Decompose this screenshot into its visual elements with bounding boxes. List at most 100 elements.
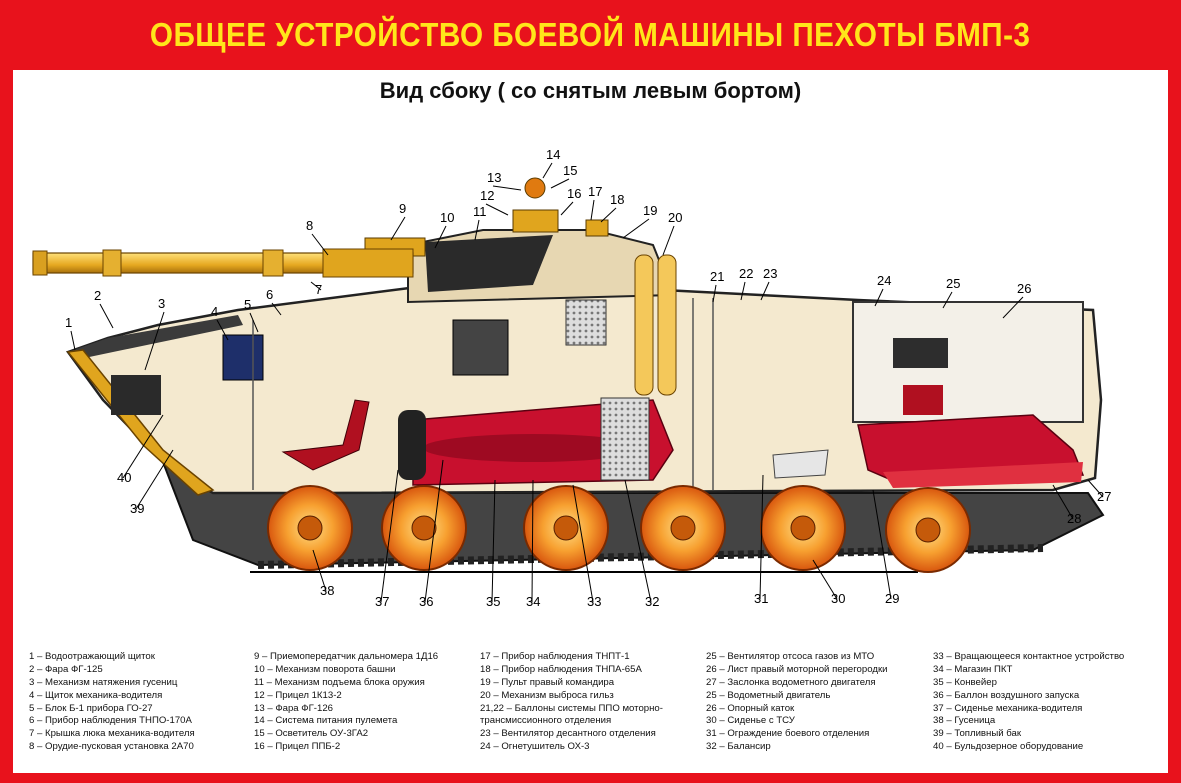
callout-number: 39 [130,501,144,516]
callout-leader [390,216,406,241]
callout-leader [624,479,652,603]
legend-entry: 10 – Механизм поворота башни [254,663,396,675]
callout-leader [249,312,259,333]
legend-entry: 23 – Вентилятор десантного отделения [480,728,656,740]
callout-number: 28 [1067,511,1081,526]
callout-number: 18 [610,192,624,207]
legend-entry: 33 – Вращающееся контактное устройство [933,651,1125,662]
callout-leader [492,185,522,191]
legend-entry: 30 – Сиденье с ТСУ [706,715,795,727]
callout-number: 7 [315,282,322,297]
legend-entry: 25 – Вентилятор отсоса газов из МТО [706,651,875,662]
legend-entry: 21,22 – Баллоны системы ППО моторно- [480,702,663,714]
bmp3-cutaway-diagram: 1234567891011121314151617181920212223242… [32,147,1111,609]
callout-number: 40 [117,470,131,485]
legend-entry: 4 – Щиток механика-водителя [29,689,163,701]
legend-entry: 17 – Прибор наблюдения ТНПТ-1 [480,651,630,662]
legend-entry: 40 – Бульдозерное оборудование [933,741,1084,753]
callout-leader [760,281,770,301]
callout-number: 23 [763,266,777,281]
legend-entry: 39 – Топливный бак [933,728,1022,740]
callout-leader [572,484,594,603]
callout-number: 19 [643,203,657,218]
callout-leader [872,489,892,600]
callout-number: 36 [419,594,433,609]
callout-leader [740,281,746,301]
road-wheel [381,485,467,571]
road-wheel [760,485,846,571]
legend-entry: 2 – Фара ФГ-125 [29,663,103,675]
legend-entry: 3 – Механизм натяжения гусениц [29,676,178,688]
callout-number: 20 [668,210,682,225]
callout-number: 25 [946,276,960,291]
legend-entry: 26 – Опорный каток [706,702,795,714]
callout-number: 26 [1017,281,1031,296]
hull [65,177,1103,496]
callout-leader [600,207,617,223]
callout-leader [759,474,764,600]
callout-number: 17 [588,184,602,199]
callout-number: 33 [587,594,601,609]
legend-column-4: 25 – Вентилятор отсоса газов из МТО 26 – … [706,651,888,754]
callout-leader [560,201,574,216]
legend-entry: 25 – Водометный двигатель [706,689,831,701]
callout-number: 2 [94,288,101,303]
callout-number: 24 [877,273,891,288]
callout-number: 8 [306,218,313,233]
legend-entry: трансмиссионного отделения [480,715,612,727]
callout-leader [531,479,534,603]
legend-entry: 15 – Осветитель ОУ-3ГА2 [254,728,369,740]
legend-entry: 27 – Заслонка водометного двигателя [706,676,876,688]
callout-number: 30 [831,591,845,606]
legend-entry: 5 – Блок Б-1 прибора ГО-27 [29,702,153,714]
callout-leader [485,203,509,216]
callout-leader [380,469,399,603]
callout-leader [474,219,480,241]
callout-leader [434,225,447,249]
callout-number: 12 [480,188,494,203]
callout-leader [312,549,327,592]
legend-entry: 38 – Гусеница [933,715,996,727]
callout-leader [70,330,76,351]
legend-entry: 12 – Прицел 1К13-2 [254,689,342,701]
callout-leader [216,319,229,341]
callout-leader [1052,484,1074,520]
callout-leader [542,162,553,179]
title-bar: ОБЩЕЕ УСТРОЙСТВО БОЕВОЙ МАШИНЫ ПЕХОТЫ БМ… [0,0,1181,70]
callout-number: 32 [645,594,659,609]
road-wheel [267,485,353,571]
callout-number: 37 [375,594,389,609]
callout-leader [311,233,329,256]
legend-entry: 7 – Крышка люка механика-водителя [29,728,195,740]
callout-leader [135,449,174,510]
callout-number: 31 [754,591,768,606]
diagram-subtitle: Вид сбоку ( со снятым левым бортом) [379,78,802,103]
road-wheels [267,485,971,573]
callout-leader [662,225,675,256]
legend-entry: 18 – Прибор наблюдения ТНПА-65А [480,663,642,675]
legend-entry: 37 – Сиденье механика-водителя [933,702,1083,714]
callout-leader [590,199,595,221]
legend-entry: 14 – Система питания пулемета [254,715,398,727]
callout-leader [144,311,165,371]
callout-number: 21 [710,269,724,284]
callout-number: 6 [266,287,273,302]
callout-leader [271,302,282,316]
legend-entry: 1 – Водоотражающий щиток [29,651,155,662]
callout-leader [122,414,164,479]
legend-entry: 11 – Механизм подъема блока оружия [254,676,425,688]
legend-entry: 20 – Механизм выброса гильз [480,689,614,701]
callout-number: 10 [440,210,454,225]
callout-number: 15 [563,163,577,178]
callout-number: 29 [885,591,899,606]
callout-leader [874,288,884,307]
callout-leader [1002,296,1024,319]
callout-leader [812,559,838,600]
callout-leader [622,218,650,239]
road-wheel [640,485,726,571]
callout-number: 22 [739,266,753,281]
callout-leader [99,303,114,329]
